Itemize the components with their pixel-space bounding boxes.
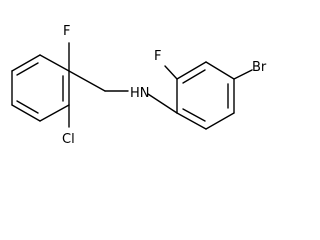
double-bond-inner — [182, 108, 206, 122]
double-bond-inner — [16, 100, 39, 114]
bromine-label: Br — [252, 60, 267, 75]
fluorine-label-left: F — [63, 24, 70, 39]
fluorine-label-right: F — [154, 49, 161, 64]
bond — [11, 104, 41, 122]
bond-to-fluorine-right — [164, 65, 178, 80]
structure-svg: F Cl HN F Br — [11, 24, 267, 147]
bond — [205, 112, 235, 130]
double-bond-inner — [182, 69, 206, 84]
molecule-diagram: F Cl HN F Br — [11, 24, 267, 147]
left-benzene-ring — [11, 54, 70, 122]
bond — [176, 61, 207, 80]
bond — [205, 61, 235, 80]
amine-label: HN — [130, 86, 150, 101]
bond — [39, 104, 70, 122]
double-bond-inner — [16, 62, 39, 76]
chlorine-label: Cl — [62, 132, 75, 147]
bond — [39, 54, 70, 72]
bond-to-bromine — [233, 69, 253, 80]
bond — [176, 112, 207, 130]
right-benzene-ring — [176, 61, 235, 130]
bond-ring-to-ch2 — [68, 70, 106, 92]
bond-nh-to-ring — [147, 93, 178, 114]
bond — [11, 54, 41, 72]
